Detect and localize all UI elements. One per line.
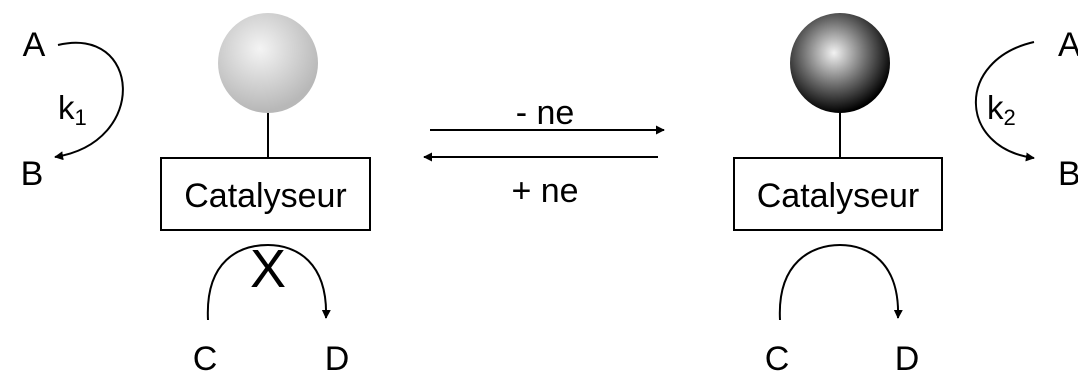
reverse-label: + ne: [511, 172, 578, 210]
forward-label: - ne: [516, 94, 575, 132]
right-label-d: D: [895, 340, 920, 374]
right-ab-arrow: [974, 41, 1035, 162]
right-cd-arrow: [778, 243, 903, 321]
left-rate-base: k: [58, 89, 75, 126]
right-dark-ball: [790, 13, 890, 113]
left-rate-constant: k1: [58, 89, 87, 130]
right-rate-sub: 2: [1004, 105, 1016, 130]
right-rate-constant: k2: [987, 89, 1016, 130]
left-light-ball: [218, 13, 318, 113]
left-catalyst-state: Catalyseur A B k1 X C D: [21, 13, 371, 374]
right-catalyst-state: Catalyseur A B k2 C D: [733, 13, 1078, 374]
left-cd-arrow: [206, 243, 331, 321]
left-block-mark: X: [250, 239, 286, 299]
left-catalyst-label: Catalyseur: [184, 177, 347, 215]
right-label-c: C: [765, 340, 790, 374]
left-label-c: C: [193, 340, 218, 374]
right-rate-base: k: [987, 89, 1004, 126]
redox-equilibrium: - ne + ne: [423, 94, 665, 210]
right-catalyst-box: [733, 157, 943, 231]
left-ab-arrow: [54, 41, 124, 161]
left-label-d: D: [325, 340, 350, 374]
right-label-a: A: [1058, 26, 1078, 64]
left-label-b: B: [21, 155, 44, 193]
right-label-b: B: [1058, 155, 1078, 193]
left-catalyst-box: [160, 157, 371, 231]
left-label-a: A: [23, 26, 46, 64]
right-catalyst-label: Catalyseur: [757, 177, 920, 215]
left-rate-sub: 1: [75, 105, 87, 130]
